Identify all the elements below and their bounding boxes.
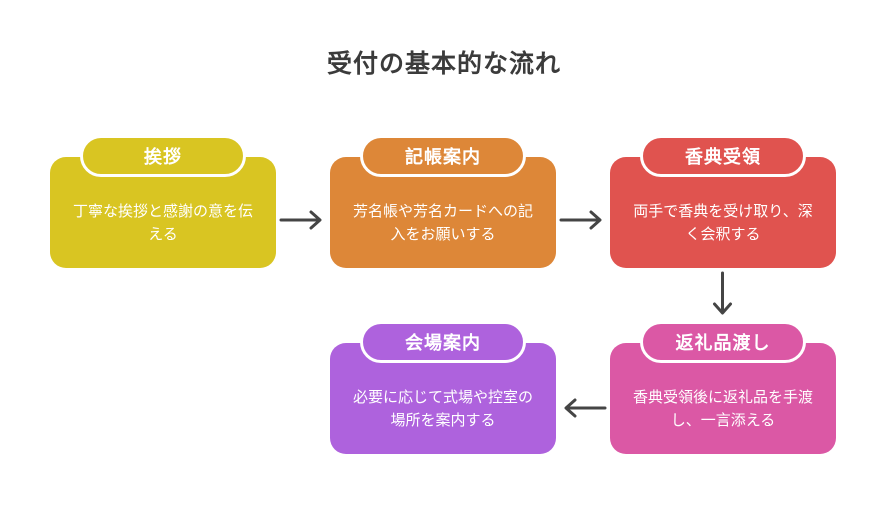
node-greeting-header: 挨拶 bbox=[80, 135, 246, 177]
node-registration: 記帳案内 芳名帳や芳名カードへの記 入をお願いする bbox=[330, 135, 556, 268]
arrow-registration-to-koden-icon bbox=[559, 210, 602, 230]
node-registration-header: 記帳案内 bbox=[360, 135, 526, 177]
node-registration-description: 芳名帳や芳名カードへの記 入をお願いする bbox=[330, 157, 556, 268]
node-return-gift-header: 返礼品渡し bbox=[640, 321, 806, 363]
node-venue-guide-label: 会場案内 bbox=[405, 333, 481, 353]
node-registration-label: 記帳案内 bbox=[405, 147, 481, 167]
node-greeting-label: 挨拶 bbox=[144, 147, 182, 167]
node-venue-guide-header: 会場案内 bbox=[360, 321, 526, 363]
node-koden-receipt-header: 香典受領 bbox=[640, 135, 806, 177]
node-return-gift: 返礼品渡し 香典受領後に返礼品を手渡 し、一言添える bbox=[610, 321, 836, 454]
diagram-title: 受付の基本的な流れ bbox=[326, 50, 561, 78]
arrow-return-gift-to-venue-icon bbox=[564, 398, 607, 418]
node-venue-guide: 会場案内 必要に応じて式場や控室の 場所を案内する bbox=[330, 321, 556, 454]
arrow-greeting-to-registration-icon bbox=[279, 210, 322, 230]
node-greeting: 挨拶 丁寧な挨拶と感謝の意を伝 える bbox=[50, 135, 276, 268]
node-koden-receipt-label: 香典受領 bbox=[685, 147, 761, 167]
node-koden-receipt: 香典受領 両手で香典を受け取り、深 く会釈する bbox=[610, 135, 836, 268]
node-return-gift-label: 返礼品渡し bbox=[675, 333, 771, 353]
arrow-koden-to-return-gift-icon bbox=[713, 271, 732, 315]
